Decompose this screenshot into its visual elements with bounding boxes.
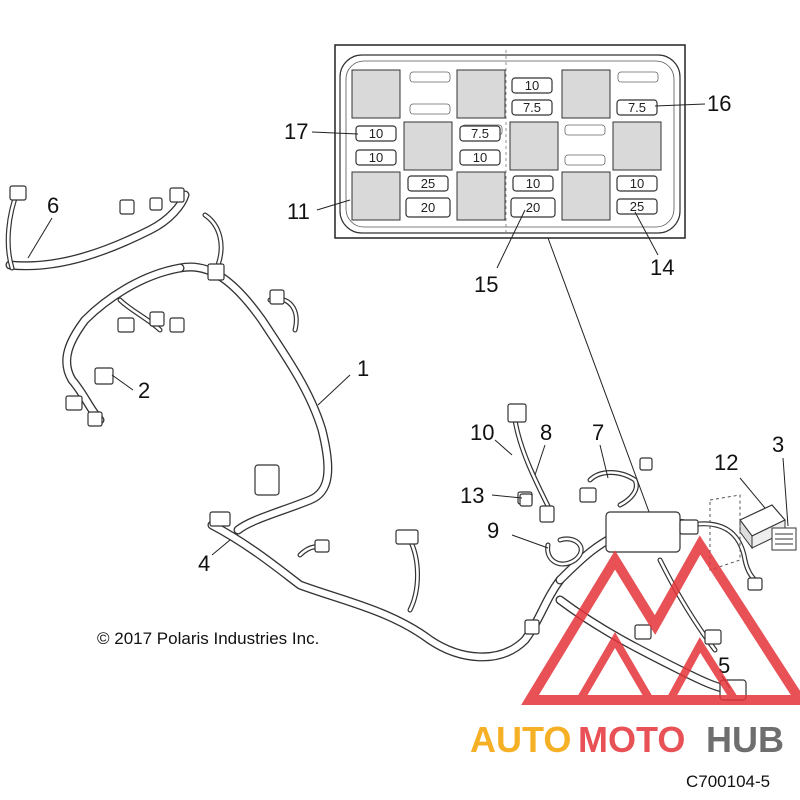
fuse: 10 — [355, 125, 397, 142]
watermark-auto: AUTO — [470, 719, 571, 760]
fuse: 20 — [510, 197, 556, 218]
callout-11: 11 — [287, 199, 310, 224]
callout-15: 15 — [474, 272, 498, 297]
relay — [509, 121, 559, 171]
fuse-rating: 7.5 — [628, 100, 646, 115]
fuse: 25 — [616, 198, 658, 215]
copyright-notice: © 2017 Polaris Industries Inc. — [97, 629, 319, 648]
relay — [351, 171, 401, 221]
fuse: 7.5 — [616, 99, 658, 116]
callout-14: 14 — [650, 255, 674, 280]
callout-7: 7 — [592, 420, 604, 445]
callout-4: 4 — [198, 551, 210, 576]
callout-1: 1 — [357, 356, 369, 381]
callout-17: 17 — [284, 119, 308, 144]
automotohub-watermark-logo: AUTO MOTO HUB — [470, 535, 800, 760]
fuse: 25 — [407, 175, 449, 192]
fuse-rating: 10 — [369, 150, 383, 165]
relay — [456, 171, 506, 221]
leader-lines — [27, 103, 789, 689]
fuse-box-inset: 10 7.5 7.5 10 10 7.5 10 25 10 10 20 20 2… — [334, 44, 686, 239]
fuse: 10 — [512, 175, 554, 192]
callout-9: 9 — [487, 518, 499, 543]
fuse-rating: 10 — [473, 150, 487, 165]
fuse-rating: 7.5 — [523, 100, 541, 115]
fuse-rating: 25 — [421, 176, 435, 191]
fuse-rating: 7.5 — [471, 126, 489, 141]
fuse: 7.5 — [511, 99, 553, 116]
callout-12: 12 — [714, 450, 738, 475]
callout-6: 6 — [47, 193, 59, 218]
callout-3: 3 — [772, 432, 784, 457]
relay — [403, 121, 453, 171]
watermark-hub: HUB — [706, 719, 784, 760]
fuse-rating: 10 — [369, 126, 383, 141]
relay — [351, 69, 401, 119]
relay — [456, 69, 506, 119]
callout-numbers: 1 2 3 4 5 6 7 8 9 10 11 12 13 14 15 16 1… — [47, 91, 784, 678]
clip-part-13 — [519, 493, 533, 507]
callout-10: 10 — [470, 420, 494, 445]
relay — [612, 121, 662, 171]
fuse: 10 — [459, 149, 501, 166]
detail-leader-line — [547, 237, 653, 521]
fuse: 10 — [511, 77, 553, 94]
callout-16: 16 — [707, 91, 731, 116]
fuse: 20 — [405, 197, 451, 218]
fuse-rating: 10 — [630, 176, 644, 191]
callout-2: 2 — [138, 378, 150, 403]
fuse-rating: 20 — [526, 200, 540, 215]
figure-id: C700104-5 — [686, 772, 770, 791]
label-part-3 — [771, 527, 797, 551]
fuse-rating: 20 — [421, 200, 435, 215]
fuse-rating: 10 — [526, 176, 540, 191]
relay — [561, 171, 611, 221]
relay — [561, 69, 611, 119]
fuse-rating: 25 — [630, 199, 644, 214]
callout-8: 8 — [540, 420, 552, 445]
fuse: 10 — [616, 175, 658, 192]
callout-13: 13 — [460, 483, 484, 508]
watermark-moto: MOTO — [578, 719, 685, 760]
fuse: 10 — [355, 149, 397, 166]
fuse-rating: 10 — [525, 78, 539, 93]
fuse: 7.5 — [459, 125, 501, 142]
